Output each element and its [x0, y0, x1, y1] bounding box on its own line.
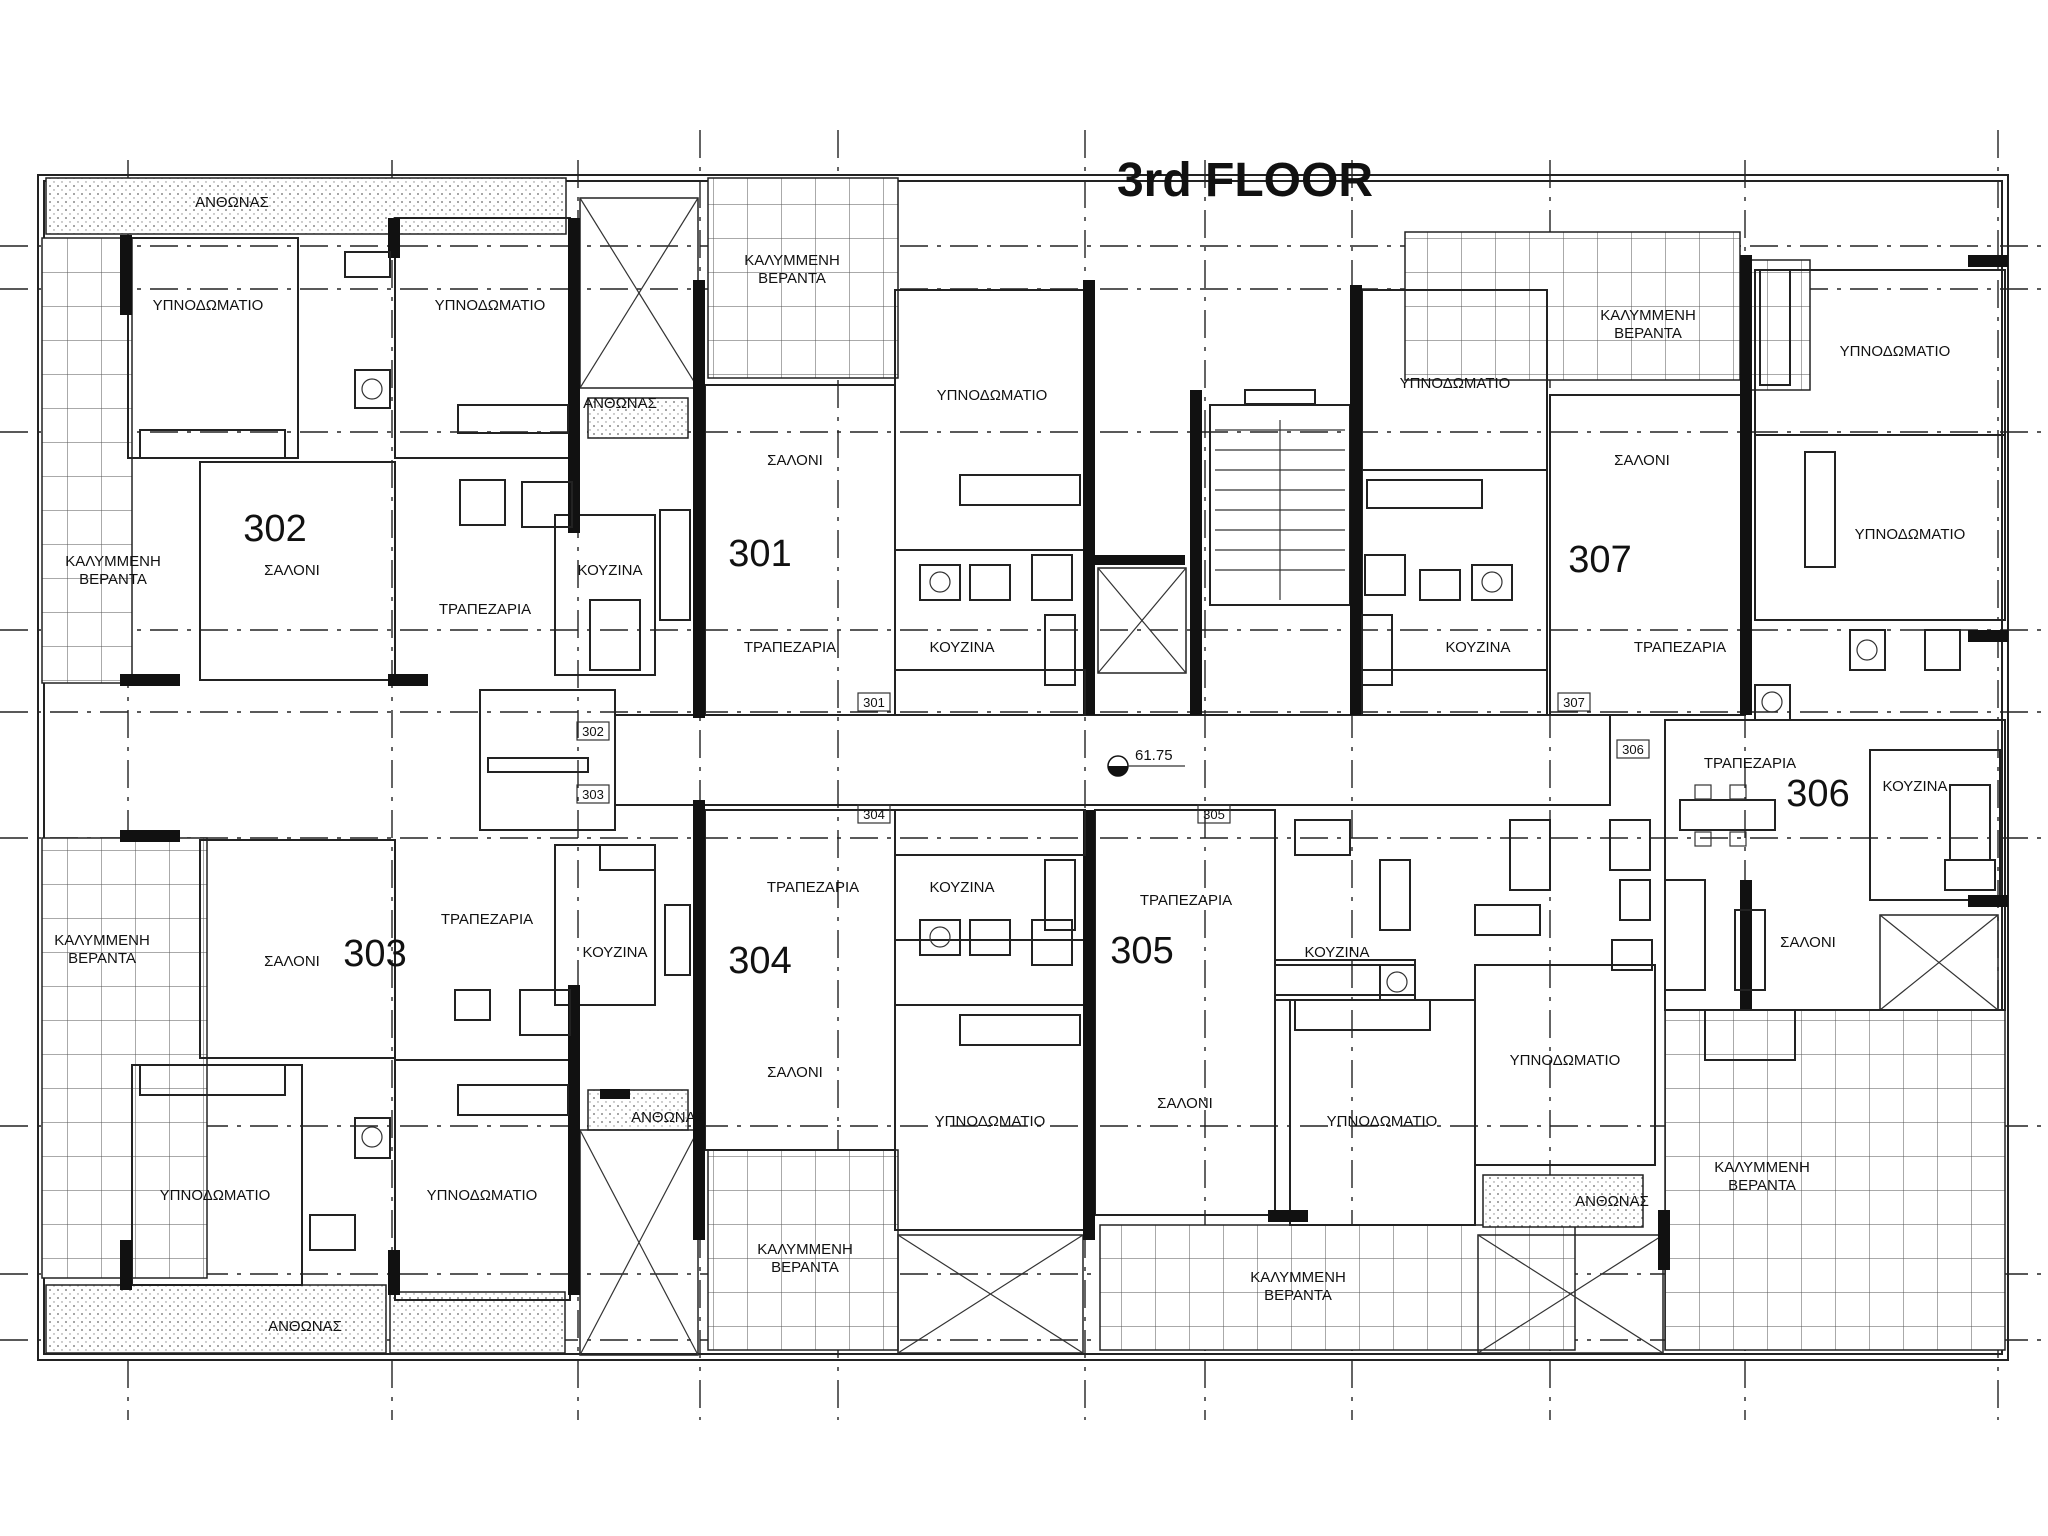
room-label: ΣΑΛΟΝΙ — [264, 562, 320, 579]
plan-title: 3rd FLOOR — [1117, 154, 1373, 207]
room-label: ΣΑΛΟΝΙ — [1157, 1095, 1213, 1112]
svg-text:301: 301 — [863, 695, 885, 710]
veranda-label: ΚΑΛΥΜΜΕΝΗ — [1600, 307, 1696, 324]
fixtures — [309, 251, 1996, 1251]
apartment-305: 305 — [1110, 930, 1173, 972]
room-label: ΤΡΑΠΕΖΑΡΙΑ — [439, 601, 531, 618]
planter-label: ΑΝΘΩΝΑΣ — [1575, 1193, 1649, 1210]
room-label: ΤΡΑΠΕΖΑΡΙΑ — [1704, 755, 1796, 772]
room-label: ΣΑΛΟΝΙ — [1780, 934, 1836, 951]
room-label: ΚΟΥΖΙΝΑ — [1305, 944, 1370, 961]
room-label: ΤΡΑΠΕΖΑΡΙΑ — [1140, 892, 1232, 909]
veranda-label: ΒΕΡΑΝΤΑ — [758, 270, 826, 287]
room-label: ΤΡΑΠΕΖΑΡΙΑ — [1634, 639, 1726, 656]
apartment-306: 306 — [1786, 773, 1849, 815]
veranda-label: ΚΑΛΥΜΜΕΝΗ — [54, 932, 150, 949]
planter-label: ΑΝΘΩΝΑΣ — [631, 1109, 705, 1126]
planter-label: ΑΝΘΩΝΑΣ — [583, 395, 657, 412]
room-label: ΥΠΝΟΔΩΜΑΤΙΟ — [1510, 1052, 1621, 1069]
apartment-307: 307 — [1568, 539, 1631, 581]
room-label: ΥΠΝΟΔΩΜΑΤΙΟ — [935, 1113, 1046, 1130]
veranda-label: ΒΕΡΑΝΤΑ — [1264, 1287, 1332, 1304]
planter-label: ΑΝΘΩΝΑΣ — [268, 1318, 342, 1335]
veranda-label: ΚΑΛΥΜΜΕΝΗ — [1250, 1269, 1346, 1286]
room-label: ΥΠΝΟΔΩΜΑΤΙΟ — [435, 297, 546, 314]
room-labels: ΥΠΝΟΔΩΜΑΤΙΟ ΥΠΝΟΔΩΜΑΤΙΟ ΥΠΝΟΔΩΜΑΤΙΟ ΥΠΝΟ… — [54, 194, 1965, 1335]
veranda-label: ΚΑΛΥΜΜΕΝΗ — [1714, 1159, 1810, 1176]
apartment-304: 304 — [728, 940, 791, 982]
verandas — [41, 177, 2006, 1351]
svg-text:306: 306 — [1622, 742, 1644, 757]
svg-text:303: 303 — [582, 787, 604, 802]
walls — [120, 218, 2008, 1295]
level-label: 61.75 — [1135, 747, 1173, 764]
room-label: ΣΑΛΟΝΙ — [767, 1064, 823, 1081]
veranda-label: ΒΕΡΑΝΤΑ — [1614, 325, 1682, 342]
veranda-label: ΚΑΛΥΜΜΕΝΗ — [744, 252, 840, 269]
veranda-label: ΚΑΛΥΜΜΕΝΗ — [757, 1241, 853, 1258]
door-tags: 301 302 303 304 305 306 307 — [576, 692, 1650, 824]
svg-text:305: 305 — [1203, 807, 1225, 822]
veranda-label: ΒΕΡΑΝΤΑ — [79, 571, 147, 588]
room-label: ΥΠΝΟΔΩΜΑΤΙΟ — [1327, 1113, 1438, 1130]
room-label: ΚΟΥΖΙΝΑ — [1446, 639, 1511, 656]
room-label: ΤΡΑΠΕΖΑΡΙΑ — [767, 879, 859, 896]
level-marker: 61.75 — [1107, 747, 1185, 777]
room-label: ΚΟΥΖΙΝΑ — [578, 562, 643, 579]
room-label: ΥΠΝΟΔΩΜΑΤΙΟ — [153, 297, 264, 314]
apartment-numbers: 301 302 303 304 305 306 307 — [243, 508, 1849, 982]
apartment-301: 301 — [728, 533, 791, 575]
room-label: ΣΑΛΟΝΙ — [767, 452, 823, 469]
room-label: ΥΠΝΟΔΩΜΑΤΙΟ — [937, 387, 1048, 404]
room-label: ΥΠΝΟΔΩΜΑΤΙΟ — [160, 1187, 271, 1204]
svg-text:304: 304 — [863, 807, 885, 822]
staircase — [1209, 389, 1351, 606]
room-label: ΚΟΥΖΙΝΑ — [930, 639, 995, 656]
apartment-303: 303 — [343, 933, 406, 975]
room-label: ΥΠΝΟΔΩΜΑΤΙΟ — [1400, 375, 1511, 392]
building-outline — [37, 174, 2009, 1361]
veranda-label: ΒΕΡΑΝΤΑ — [771, 1259, 839, 1276]
planter-label: ΑΝΘΩΝΑΣ — [195, 194, 269, 211]
apartment-302: 302 — [243, 508, 306, 550]
dining-set — [1664, 784, 1796, 1061]
room-label: ΚΟΥΖΙΝΑ — [1883, 778, 1948, 795]
room-label: ΤΡΑΠΕΖΑΡΙΑ — [744, 639, 836, 656]
svg-text:307: 307 — [1563, 695, 1585, 710]
room-label: ΚΟΥΖΙΝΑ — [930, 879, 995, 896]
veranda-label: ΚΑΛΥΜΜΕΝΗ — [65, 553, 161, 570]
room-label: ΣΑΛΟΝΙ — [264, 953, 320, 970]
veranda-label: ΒΕΡΑΝΤΑ — [68, 950, 136, 967]
veranda-label: ΒΕΡΑΝΤΑ — [1728, 1177, 1796, 1194]
room-label: ΚΟΥΖΙΝΑ — [583, 944, 648, 961]
room-label: ΥΠΝΟΔΩΜΑΤΙΟ — [1855, 526, 1966, 543]
svg-text:302: 302 — [582, 724, 604, 739]
planters — [45, 177, 1644, 1354]
room-label: ΥΠΝΟΔΩΜΑΤΙΟ — [1840, 343, 1951, 360]
room-label: ΥΠΝΟΔΩΜΑΤΙΟ — [427, 1187, 538, 1204]
room-label: ΣΑΛΟΝΙ — [1614, 452, 1670, 469]
room-label: ΤΡΑΠΕΖΑΡΙΑ — [441, 911, 533, 928]
corridor — [479, 689, 1611, 831]
